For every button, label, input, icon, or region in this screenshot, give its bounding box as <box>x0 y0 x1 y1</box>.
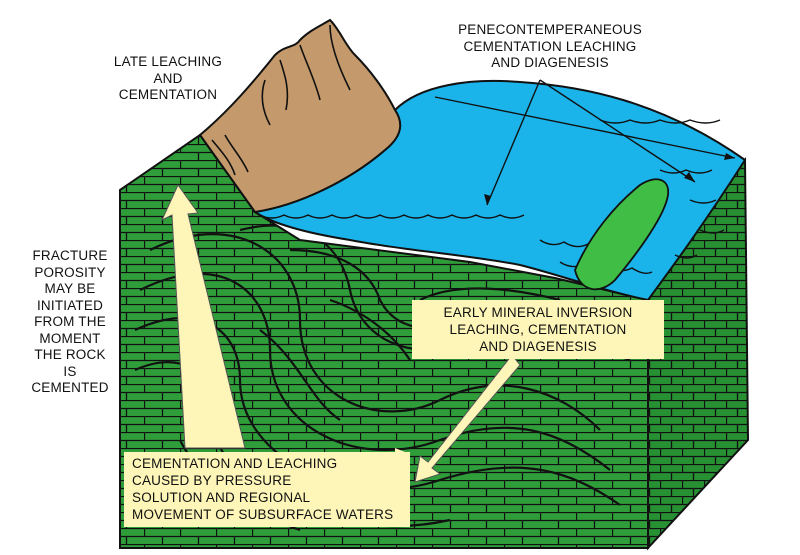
label-fracture-porosity: FRACTURE POROSITY MAY BE INITIATED FROM … <box>31 248 109 395</box>
pointer-arrows <box>434 79 736 206</box>
mountain <box>198 18 402 214</box>
label-late-leaching: LATE LEACHING AND CEMENTATION <box>113 54 223 102</box>
green-lens <box>574 178 669 291</box>
arrow-late-leaching <box>160 184 246 449</box>
label-early-mineral: EARLY MINERAL INVERSION LEACHING, CEMENT… <box>412 300 664 359</box>
label-penecontemperaneous: PENECONTEMPERANEOUS CEMENTATION LEACHING… <box>458 22 642 70</box>
arrow-heads <box>484 153 735 205</box>
mountain-ridges <box>211 24 351 176</box>
label-cementation-pressure: CEMENTATION AND LEACHING CAUSED BY PRESS… <box>124 452 410 527</box>
arrow-early-mineral <box>414 354 521 483</box>
